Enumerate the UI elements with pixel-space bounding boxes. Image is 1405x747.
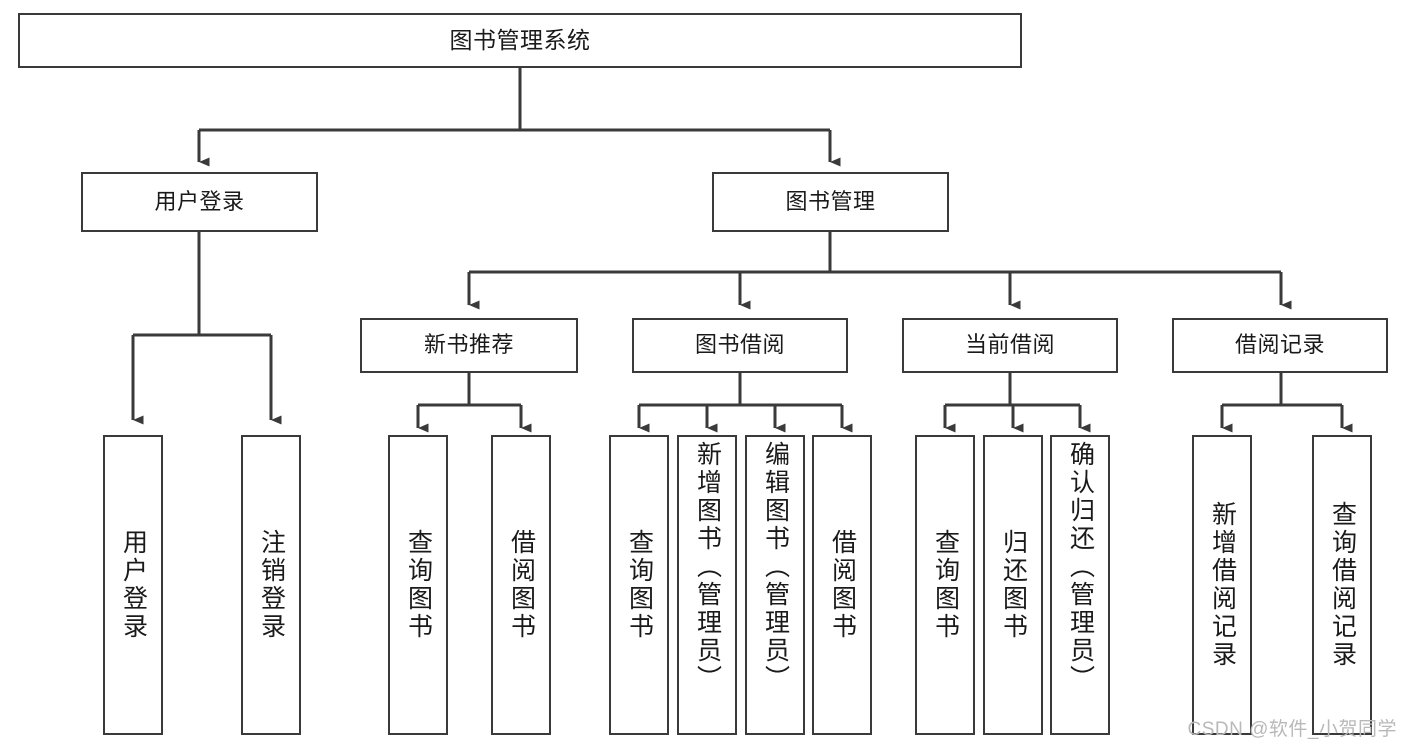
leaf-book-borrow-add[interactable]: 新增图书（管理员） [677,435,737,735]
node-label: 注销登录 [257,529,286,641]
leaf-book-borrow-borrow[interactable]: 借阅图书 [812,435,872,735]
leaf-new-book-borrow[interactable]: 借阅图书 [491,435,551,735]
leaf-book-borrow-edit[interactable]: 编辑图书（管理员） [745,435,805,735]
node-label: 当前借阅 [964,332,1055,358]
leaf-current-borrow-confirm-return[interactable]: 确认归还（管理员） [1050,435,1110,735]
node-book-management[interactable]: 图书管理 [712,172,949,232]
node-label: 查询图书 [404,529,433,641]
node-label: 查询图书 [625,529,654,641]
leaf-borrow-record-query[interactable]: 查询借阅记录 [1312,435,1372,735]
node-label: 图书管理系统 [449,26,591,53]
node-root-system[interactable]: 图书管理系统 [18,13,1022,68]
node-label: 图书管理 [785,188,876,214]
node-current-borrow[interactable]: 当前借阅 [902,318,1118,373]
node-book-borrow[interactable]: 图书借阅 [632,318,848,373]
node-label: 借阅记录 [1234,332,1325,358]
node-label: 用户登录 [154,188,245,214]
node-label: 查询借阅记录 [1328,501,1357,669]
node-label: 归还图书 [999,529,1028,641]
leaf-new-book-query[interactable]: 查询图书 [388,435,448,735]
node-label: 新书推荐 [423,332,514,358]
leaf-borrow-record-add[interactable]: 新增借阅记录 [1192,435,1252,735]
leaf-user-login-signin[interactable]: 用户登录 [103,435,163,735]
node-label: 借阅图书 [507,529,536,641]
node-label: 确认归还（管理员） [1066,441,1095,693]
leaf-book-borrow-query[interactable]: 查询图书 [609,435,669,735]
node-label: 编辑图书（管理员） [761,441,790,693]
leaf-current-borrow-return[interactable]: 归还图书 [983,435,1043,735]
node-label: 查询图书 [931,529,960,641]
node-label: 图书借阅 [694,332,785,358]
node-new-book-recommend[interactable]: 新书推荐 [360,318,578,373]
leaf-current-borrow-query[interactable]: 查询图书 [915,435,975,735]
leaf-user-login-signout[interactable]: 注销登录 [241,435,301,735]
node-label: 新增借阅记录 [1208,501,1237,669]
node-borrow-record[interactable]: 借阅记录 [1172,318,1388,373]
node-user-login[interactable]: 用户登录 [81,172,318,232]
node-label: 用户登录 [119,529,148,641]
node-label: 新增图书（管理员） [693,441,722,693]
watermark-text: CSDN @软件_小贺同学 [1187,719,1397,740]
node-label: 借阅图书 [828,529,857,641]
